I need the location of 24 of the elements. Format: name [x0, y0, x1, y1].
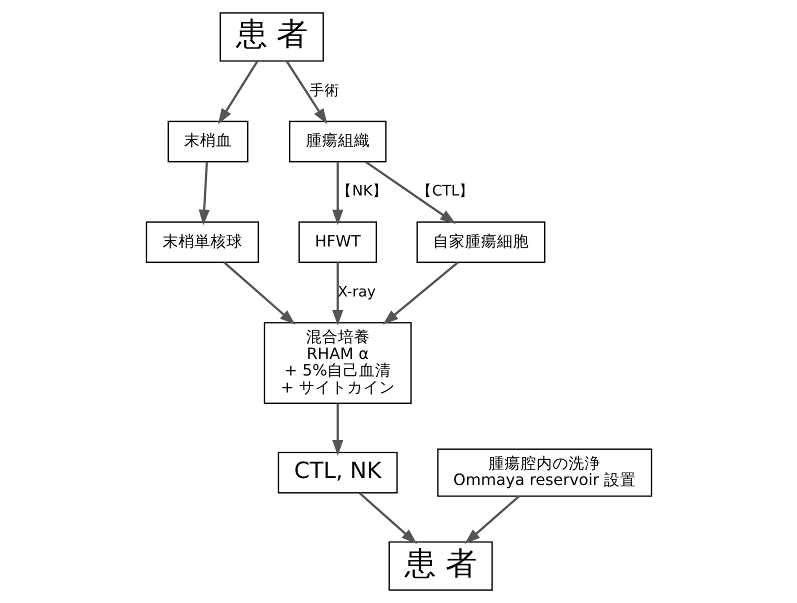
edge-label: 【CTL】: [416, 184, 474, 200]
arrow: [218, 60, 258, 124]
arrow: [332, 404, 343, 456]
node-box: 腫瘍腔内の洗浄 Ommaya reservoir 設置: [436, 448, 652, 497]
node-box: CTL, NK: [277, 452, 398, 494]
node-box: 自家腫瘍細胞: [416, 221, 545, 264]
arrow: [285, 60, 327, 124]
arrow: [364, 160, 456, 224]
node-box: 患 者: [388, 541, 492, 591]
arrow: [332, 262, 343, 326]
edge-label: 【NK】: [336, 184, 388, 200]
edge-label: 手術: [308, 83, 339, 100]
node-box: 末梢単核球: [145, 221, 258, 264]
arrow: [332, 162, 343, 226]
arrow: [382, 262, 458, 325]
node-box: 末梢血: [167, 120, 248, 162]
arrow: [464, 495, 520, 544]
arrow: [358, 492, 417, 544]
node-box: 混合培養 RHAM α + 5%自己血清 + サイトカイン: [263, 322, 412, 404]
node-box: 患 者: [219, 12, 324, 62]
arrow: [222, 262, 295, 325]
node-box: HFWT: [298, 221, 377, 264]
node-box: 腫瘍組織: [288, 120, 386, 162]
arrow: [198, 162, 210, 226]
